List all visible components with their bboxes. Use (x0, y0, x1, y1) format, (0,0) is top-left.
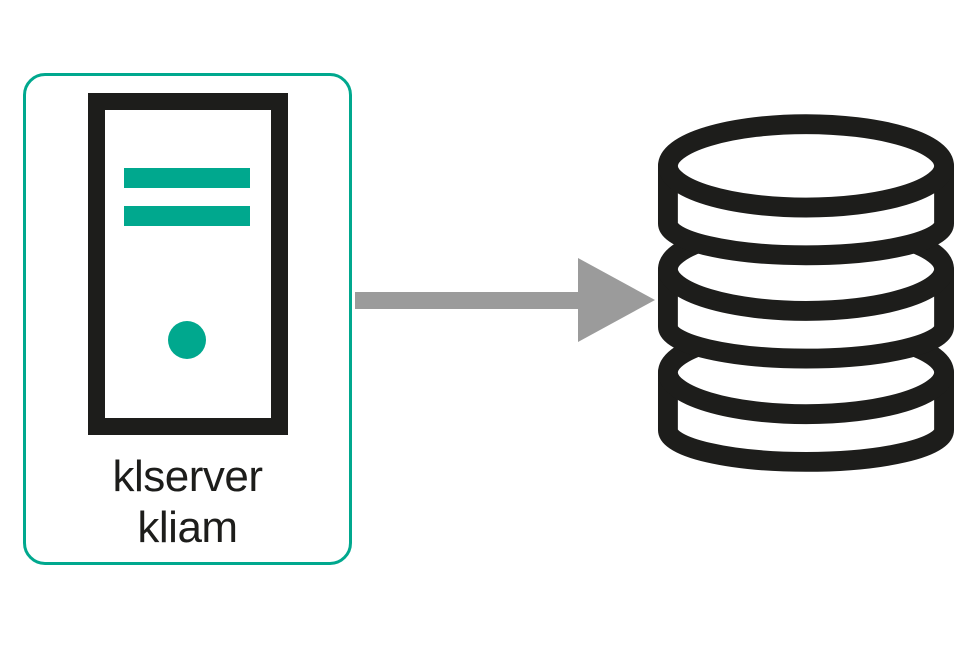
server-tower-icon (88, 93, 288, 435)
server-power-dot (168, 321, 206, 359)
server-led-bar-top (124, 168, 250, 188)
server-account-label-klserver: klserver (112, 452, 263, 501)
server-account-label-kliam: kliam (137, 503, 238, 552)
database-coin-top-top (657, 114, 955, 218)
server-node-label: klserver kliam (23, 451, 352, 553)
arrow-shaft (355, 292, 590, 309)
database-icon (657, 114, 955, 472)
server-led-bar-bottom (124, 206, 250, 226)
arrow-head (578, 258, 655, 342)
